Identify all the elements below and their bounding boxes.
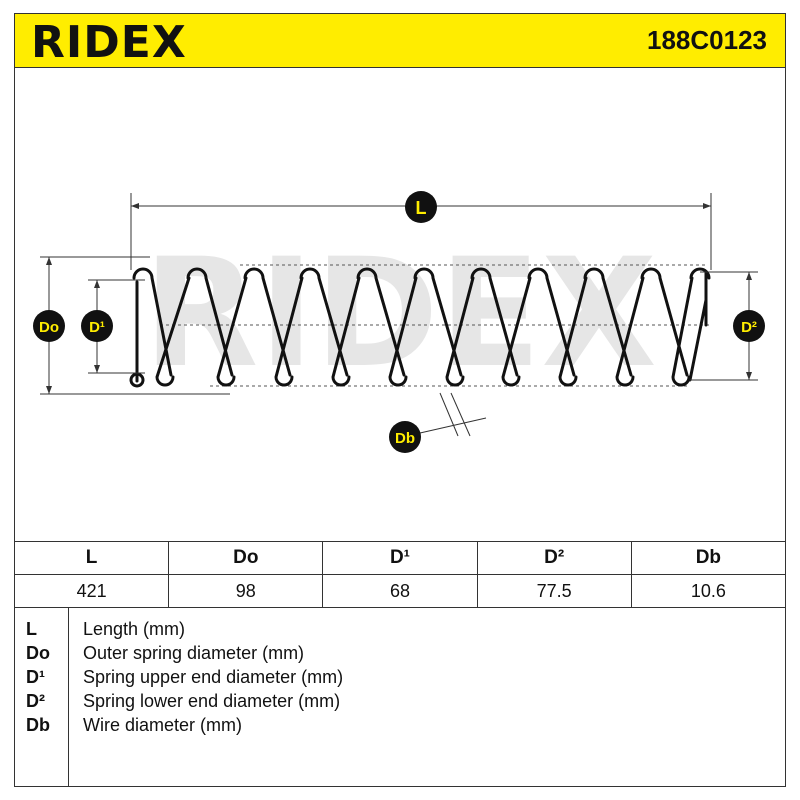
spec-value-row: 421 98 68 77.5 10.6 xyxy=(13,574,787,608)
spec-header-cell: Do xyxy=(168,541,324,575)
coil-back-stroke xyxy=(331,276,361,387)
brand-logo: RIDEX xyxy=(31,17,187,68)
legend-key: L xyxy=(26,619,37,639)
coil-end-left xyxy=(129,372,145,388)
spec-value-cell: 68 xyxy=(322,574,478,608)
spec-value-cell: 421 xyxy=(13,574,170,608)
watermark: RIDEX xyxy=(143,227,657,401)
spec-header-cell: Db xyxy=(630,541,787,575)
coil-back-stroke xyxy=(445,276,475,387)
coil-back-stroke xyxy=(155,276,191,387)
legend-text: Spring upper end diameter (mm) xyxy=(83,667,344,687)
legend-key: D¹ xyxy=(26,667,45,687)
spec-header-cell: L xyxy=(13,541,170,575)
coil-back-stroke xyxy=(671,276,694,387)
label-length-text: L xyxy=(416,198,427,218)
label-wire-diameter-text: Db xyxy=(395,430,415,447)
legend-text: Wire diameter (mm) xyxy=(83,715,243,735)
coil-back-stroke xyxy=(615,276,645,387)
label-wire-diameter: Db xyxy=(389,421,421,453)
legend-text: Outer spring diameter (mm) xyxy=(83,643,305,663)
spec-value-cell: 77.5 xyxy=(476,574,632,608)
legend-key: Do xyxy=(26,643,50,663)
coil-back-stroke xyxy=(558,276,588,387)
coil-back-stroke xyxy=(388,276,418,387)
spec-value-cell: 98 xyxy=(168,574,324,608)
label-length: L xyxy=(405,191,437,223)
label-upper-diameter-text: D¹ xyxy=(89,319,105,336)
spec-header-cell: D² xyxy=(476,541,632,575)
spring-coils xyxy=(129,267,711,388)
spec-header-cell: D¹ xyxy=(322,541,478,575)
coil-front-strokes xyxy=(132,267,711,383)
label-outer-diameter-text: Do xyxy=(39,319,59,336)
legend: L Length (mm) Do Outer spring diameter (… xyxy=(14,607,786,787)
coil-back-stroke xyxy=(501,276,532,387)
spring-diagram: RIDEX xyxy=(33,191,765,453)
legend-text: Length (mm) xyxy=(83,619,186,639)
part-number: 188C0123 xyxy=(647,25,767,55)
spec-value-cell: 10.6 xyxy=(630,574,787,608)
legend-key: Db xyxy=(26,715,50,735)
coil-end-right xyxy=(688,270,708,382)
arrow-heads xyxy=(46,203,752,394)
legend-key: D² xyxy=(26,691,45,711)
legend-text: Spring lower end diameter (mm) xyxy=(83,691,341,711)
label-outer-diameter: Do xyxy=(33,310,65,342)
coil-back-stroke xyxy=(274,276,304,387)
spec-table: L Do D¹ D² Db 421 98 68 77.5 10.6 xyxy=(13,541,787,608)
header-bar: RIDEX 188C0123 xyxy=(14,13,786,68)
legend-divider xyxy=(68,607,69,787)
label-lower-diameter: D² xyxy=(733,310,765,342)
coil-back-stroke xyxy=(216,276,248,387)
label-lower-diameter-text: D² xyxy=(741,319,757,336)
spec-header-row: L Do D¹ D² Db xyxy=(13,541,787,575)
label-upper-diameter: D¹ xyxy=(81,310,113,342)
guide-lines xyxy=(160,264,712,387)
